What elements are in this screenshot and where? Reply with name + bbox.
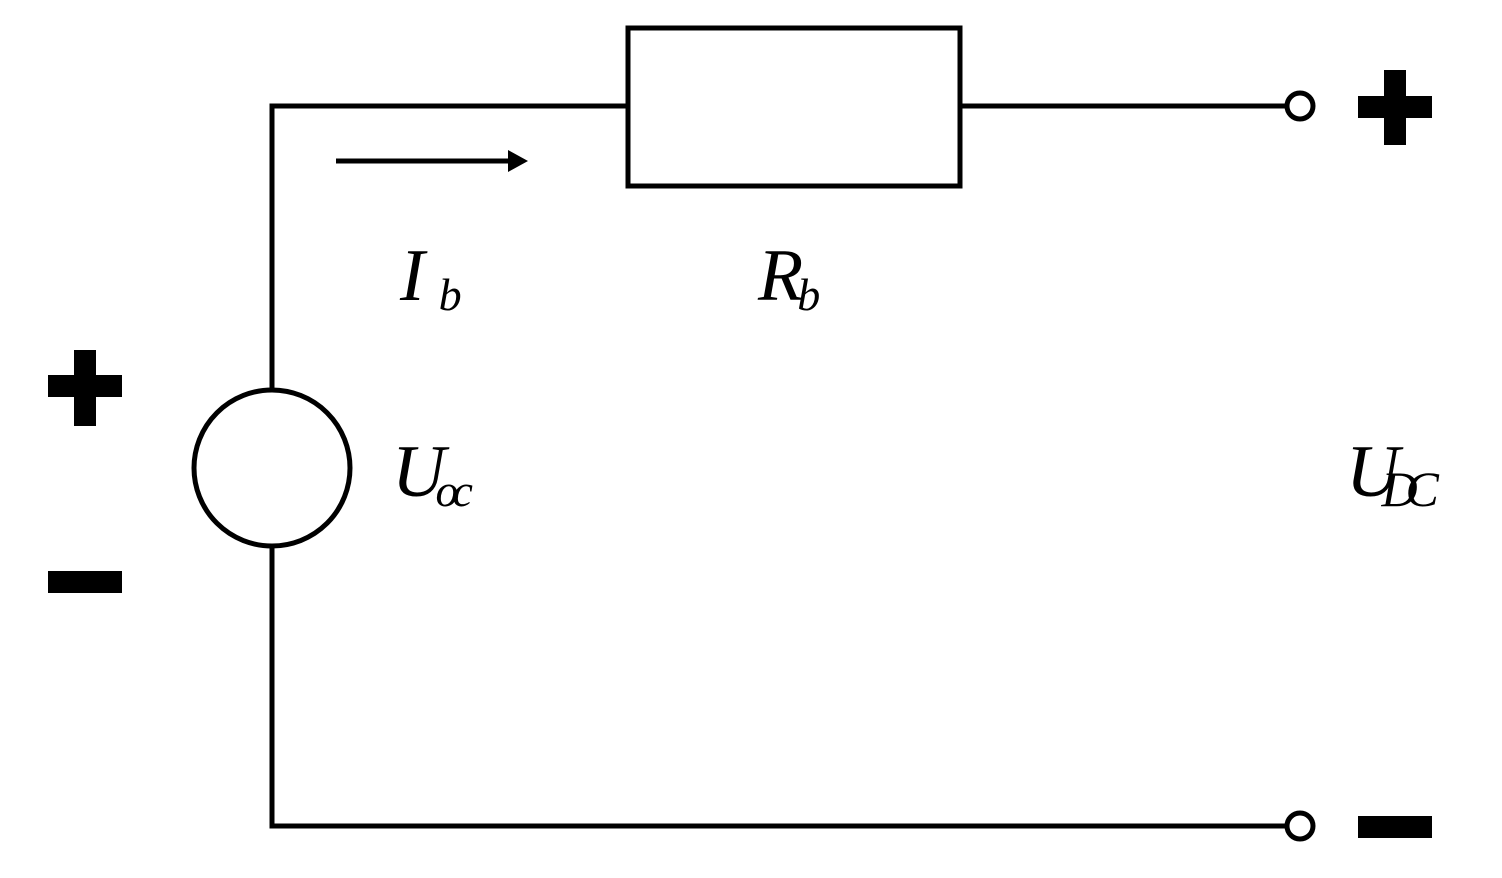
resistor-label-sub: b xyxy=(797,269,820,320)
resistor xyxy=(625,25,963,189)
resistor-label-main: R xyxy=(757,235,803,317)
source-minus-icon xyxy=(48,571,122,593)
output-voltage-label: UDC xyxy=(1346,431,1440,517)
source-voltage-label-sub: oc xyxy=(435,465,472,516)
output-voltage-label-main: U xyxy=(1346,431,1404,513)
current-arrow-icon xyxy=(336,150,528,172)
voltage-source xyxy=(191,387,353,549)
terminal-bottom xyxy=(1284,810,1316,842)
terminal-minus-icon xyxy=(1358,816,1432,838)
terminal-top xyxy=(1284,90,1316,122)
wires xyxy=(269,103,1290,829)
current-label-main: I xyxy=(399,235,428,317)
source-voltage-label-main: U xyxy=(392,431,450,513)
resistor-label: Rb xyxy=(757,235,820,320)
source-voltage-label: Uoc xyxy=(392,431,472,516)
current-label-sub: b xyxy=(439,269,462,320)
terminal-plus-icon xyxy=(1358,70,1432,145)
output-voltage-label-sub: DC xyxy=(1380,461,1439,517)
source-plus-icon xyxy=(48,350,122,426)
